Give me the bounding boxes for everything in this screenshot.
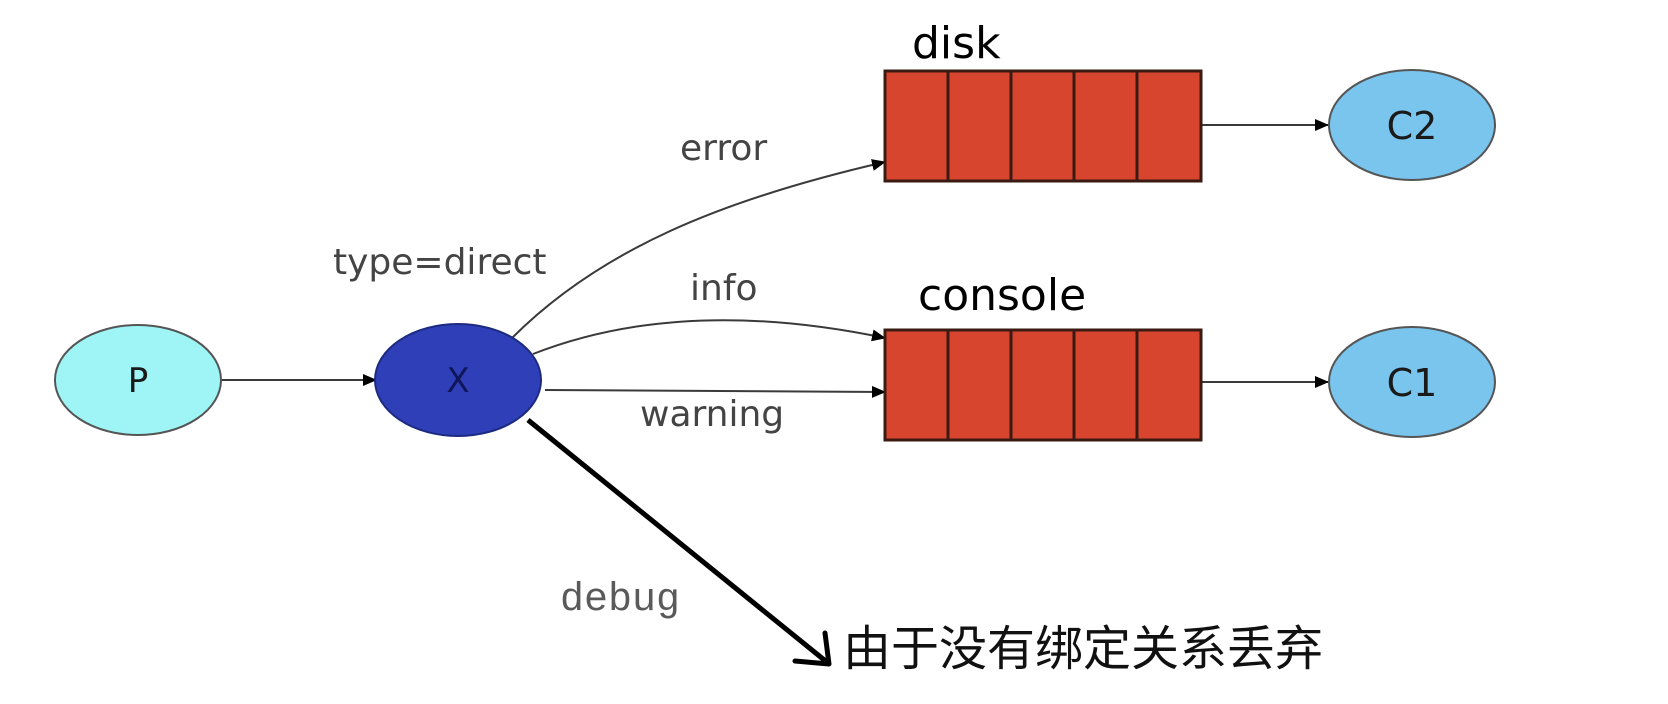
consumer-c2-node: C2	[1328, 69, 1496, 181]
edge-info	[532, 319, 886, 355]
queue-disk-name: disk	[912, 18, 1001, 69]
producer-shape	[54, 324, 222, 436]
consumer-c2-shape	[1328, 69, 1496, 181]
consumer-c1-node: C1	[1328, 326, 1496, 438]
edge-warning	[544, 385, 886, 398]
edge-error	[511, 159, 886, 339]
discard-note: 由于没有绑定关系丢弃	[843, 621, 1323, 677]
binding-debug-label: debug	[560, 578, 680, 623]
exchange-node: X	[374, 323, 542, 437]
queue-disk-body	[883, 69, 1203, 183]
producer-node: P	[54, 324, 222, 436]
edge-debug	[526, 418, 830, 665]
binding-warning-label: warning	[640, 394, 784, 435]
exchange-label: X	[446, 361, 469, 401]
queue-disk: disk	[883, 18, 1203, 183]
binding-info-label: info	[690, 268, 758, 309]
producer-label: P	[128, 361, 149, 401]
binding-error-label: error	[680, 128, 767, 169]
consumer-c1-shape	[1328, 326, 1496, 438]
consumer-c2-label: C2	[1387, 104, 1438, 148]
queue-console-name: console	[918, 270, 1086, 321]
debug-arrowhead	[792, 630, 832, 667]
consumer-c1-label: C1	[1387, 361, 1438, 405]
exchange-type-label: type=direct	[333, 242, 547, 283]
exchange-shape	[374, 323, 542, 437]
queue-console: console	[883, 270, 1203, 442]
queue-console-body	[883, 328, 1203, 442]
